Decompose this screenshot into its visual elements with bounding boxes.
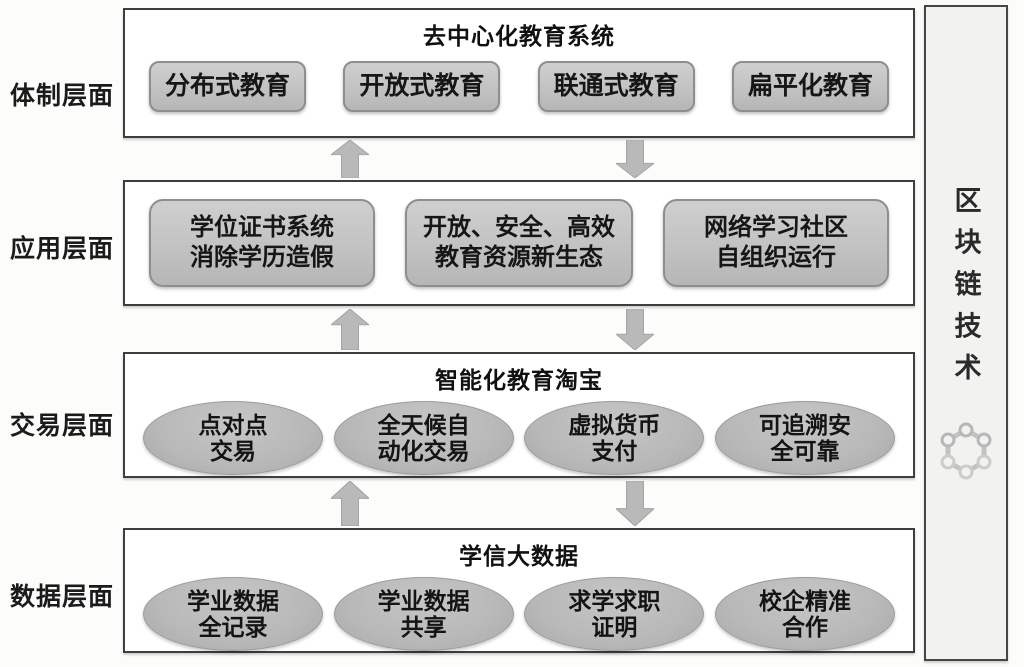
item-flat-education: 扁平化教育 (731, 61, 889, 113)
layer-label-application: 应用层面 (9, 235, 114, 263)
arrow-up-icon (331, 309, 369, 350)
transaction-layer-title: 智能化教育淘宝 (435, 367, 603, 393)
item-traceable-reliable: 可追溯安 全可靠 (714, 401, 895, 475)
layer-label-institution: 体制层面 (9, 82, 114, 110)
transaction-layer-box: 智能化教育淘宝 点对点 交易 全天候自 动化交易 虚拟货币 支付 可追溯安 全可… (123, 352, 915, 478)
blockchain-technology-bar: 区块链技术 (924, 5, 1008, 661)
arrow-down-icon (616, 140, 654, 178)
arrow-up-icon (331, 140, 369, 178)
layer-label-transaction: 交易层面 (9, 412, 114, 440)
institution-layer-box: 去中心化教育系统 分布式教育 开放式教育 联通式教育 扁平化教育 (123, 8, 915, 138)
application-layer-box: 学位证书系统 消除学历造假 开放、安全、高效 教育资源新生态 网络学习社区 自组… (123, 180, 915, 306)
data-layer-title: 学信大数据 (459, 543, 579, 569)
item-school-enterprise: 校企精准 合作 (714, 577, 895, 651)
item-p2p-trading: 点对点 交易 (143, 401, 323, 475)
arrow-down-icon (616, 309, 654, 350)
blockchain-technology-label: 区块链技术 (950, 186, 981, 396)
item-online-learning-community: 网络学习社区 自组织运行 (663, 199, 889, 287)
institution-layer-title: 去中心化教育系统 (423, 23, 615, 49)
transaction-items-row: 点对点 交易 全天候自 动化交易 虚拟货币 支付 可追溯安 全可靠 (125, 401, 913, 475)
application-items-row: 学位证书系统 消除学历造假 开放、安全、高效 教育资源新生态 网络学习社区 自组… (125, 182, 913, 304)
item-academic-sharing: 学业数据 共享 (333, 577, 514, 651)
item-study-job-proof: 求学求职 证明 (524, 577, 705, 651)
item-education-resource-ecology: 开放、安全、高效 教育资源新生态 (405, 199, 633, 287)
item-connected-education: 联通式教育 (537, 61, 695, 113)
item-degree-certificate-system: 学位证书系统 消除学历造假 (149, 199, 375, 287)
data-layer-box: 学信大数据 学业数据 全记录 学业数据 共享 求学求职 证明 校企精准 合作 (123, 528, 915, 653)
item-virtual-currency: 虚拟货币 支付 (524, 401, 705, 475)
item-automated-trading: 全天候自 动化交易 (333, 401, 514, 475)
item-academic-record: 学业数据 全记录 (143, 577, 323, 651)
layer-label-data: 数据层面 (9, 583, 114, 611)
institution-items-row: 分布式教育 开放式教育 联通式教育 扁平化教育 (125, 61, 913, 113)
item-distributed-education: 分布式教育 (149, 61, 307, 113)
arrow-down-icon (616, 481, 654, 526)
data-items-row: 学业数据 全记录 学业数据 共享 求学求职 证明 校企精准 合作 (125, 577, 913, 651)
blockchain-hexagon-icon (940, 422, 992, 480)
item-open-education: 开放式教育 (343, 61, 501, 113)
arrow-up-icon (331, 481, 369, 526)
